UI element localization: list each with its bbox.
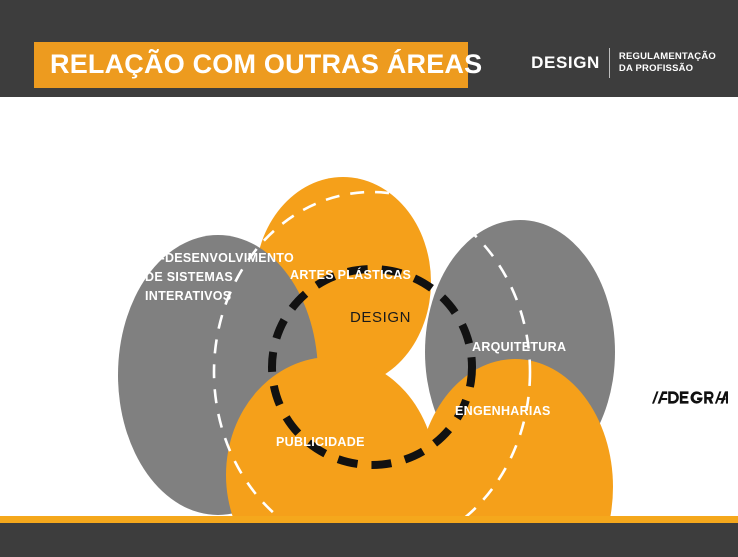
brand-tagline-line2: DA PROFISSÃO — [618, 63, 694, 74]
brand-block: DESIGN REGULAMENTAÇÃO DA PROFISSÃO — [531, 46, 716, 80]
footer-band — [0, 523, 738, 557]
footer-accent-strip — [0, 516, 738, 523]
label-publicidade: PUBLICIDADE — [276, 435, 365, 449]
label-engenharias: ENGENHARIAS — [455, 404, 551, 418]
label-artes-plasticas: ARTES PLÁSTICAS — [290, 267, 411, 282]
brand-name: DESIGN — [531, 53, 600, 72]
label-arquitetura: ARQUITETURA — [472, 340, 566, 354]
label-ti-line1: TI -DESENVOLVIMENTO — [145, 251, 294, 265]
slide-content: ARTES PLÁSTICAS ARQUITETURA ENGENHARIAS … — [0, 97, 738, 516]
inner-dashed-ring — [268, 265, 476, 469]
venn-diagram: ARTES PLÁSTICAS ARQUITETURA ENGENHARIAS … — [118, 177, 615, 516]
adegraf-logo — [652, 391, 728, 404]
brand-tagline-line1: REGULAMENTAÇÃO — [618, 51, 716, 62]
label-ti-line3: INTERATIVOS — [145, 289, 231, 303]
page-title: RELAÇÃO COM OUTRAS ÁREAS — [50, 48, 483, 79]
label-design-center: DESIGN — [350, 309, 411, 326]
brand-divider — [608, 48, 610, 78]
brand-tagline: REGULAMENTAÇÃO DA PROFISSÃO — [610, 51, 716, 75]
label-ti-line2: DE SISTEMAS — [145, 270, 233, 284]
outer-dashed-ring — [212, 190, 532, 516]
blob-engenharias — [417, 359, 613, 516]
header-band: RELAÇÃO COM OUTRAS ÁREAS DESIGN REGULAME… — [0, 0, 738, 97]
title-bar: RELAÇÃO COM OUTRAS ÁREAS — [34, 42, 482, 88]
